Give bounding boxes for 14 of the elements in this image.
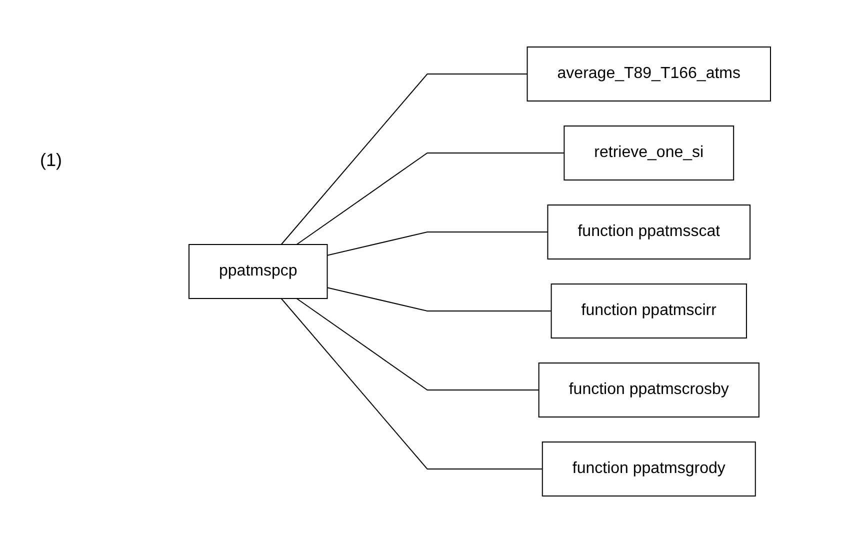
connector [296, 152, 565, 245]
connector [327, 287, 552, 312]
connector [327, 232, 548, 256]
connector [281, 74, 528, 245]
node-box: ppatmspcp [188, 244, 328, 299]
node-box: function ppatmsgrody [542, 442, 756, 496]
node-box: function ppatmscrosby [538, 362, 760, 418]
node-box: function ppatmscirr [551, 284, 748, 338]
connector [296, 298, 540, 390]
node-box: function ppatmsscat [547, 204, 751, 260]
node-box: retrieve_one_si [564, 126, 734, 180]
note-label: (1) [40, 150, 62, 171]
node-box: average_T89_T166_atms [527, 46, 772, 102]
connector [281, 298, 544, 470]
